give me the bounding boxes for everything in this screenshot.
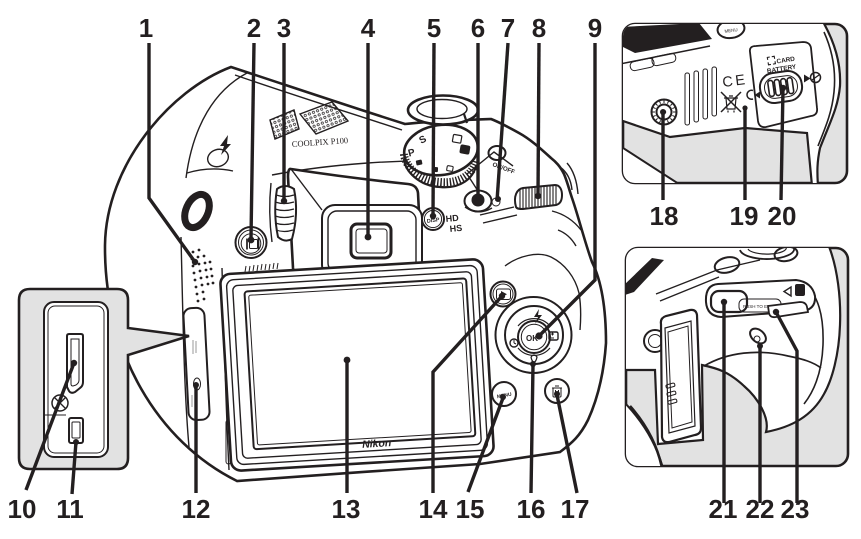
svg-text:7: 7 <box>501 13 515 43</box>
svg-text:6: 6 <box>471 13 485 43</box>
svg-text:13: 13 <box>332 494 361 524</box>
svg-text:5: 5 <box>427 13 441 43</box>
svg-text:DISP: DISP <box>427 217 441 225</box>
svg-text:4: 4 <box>361 13 376 43</box>
svg-text:10: 10 <box>8 494 37 524</box>
svg-text:S: S <box>417 134 428 147</box>
svg-text:BATTERY: BATTERY <box>766 63 797 75</box>
svg-text:CARD: CARD <box>776 56 796 66</box>
svg-text:2: 2 <box>247 13 261 43</box>
svg-text:CE: CE <box>722 72 749 91</box>
svg-text:HD: HD <box>445 213 459 224</box>
svg-text:MENU: MENU <box>724 27 738 34</box>
svg-text:OK: OK <box>526 334 538 343</box>
svg-text:18: 18 <box>650 201 679 231</box>
svg-text:1: 1 <box>139 13 153 43</box>
svg-text:9: 9 <box>588 13 602 43</box>
svg-text:12: 12 <box>182 494 211 524</box>
svg-text:23: 23 <box>781 494 810 524</box>
svg-text:COOLPIX P100: COOLPIX P100 <box>291 135 348 149</box>
svg-text:21: 21 <box>709 494 738 524</box>
svg-text:17: 17 <box>561 494 590 524</box>
svg-text:15: 15 <box>456 494 485 524</box>
svg-text:11: 11 <box>56 494 84 524</box>
svg-text:16: 16 <box>517 494 546 524</box>
svg-text:20: 20 <box>768 201 797 231</box>
svg-text:3: 3 <box>277 13 291 43</box>
svg-text:14: 14 <box>419 494 448 524</box>
svg-text:22: 22 <box>746 494 775 524</box>
svg-text:Nikon: Nikon <box>362 437 392 451</box>
svg-text:8: 8 <box>532 13 546 43</box>
svg-text:19: 19 <box>730 201 759 231</box>
svg-text:HS: HS <box>449 223 462 234</box>
svg-text:P: P <box>407 147 416 159</box>
svg-text:PUSH TO EJECT: PUSH TO EJECT <box>743 304 779 309</box>
